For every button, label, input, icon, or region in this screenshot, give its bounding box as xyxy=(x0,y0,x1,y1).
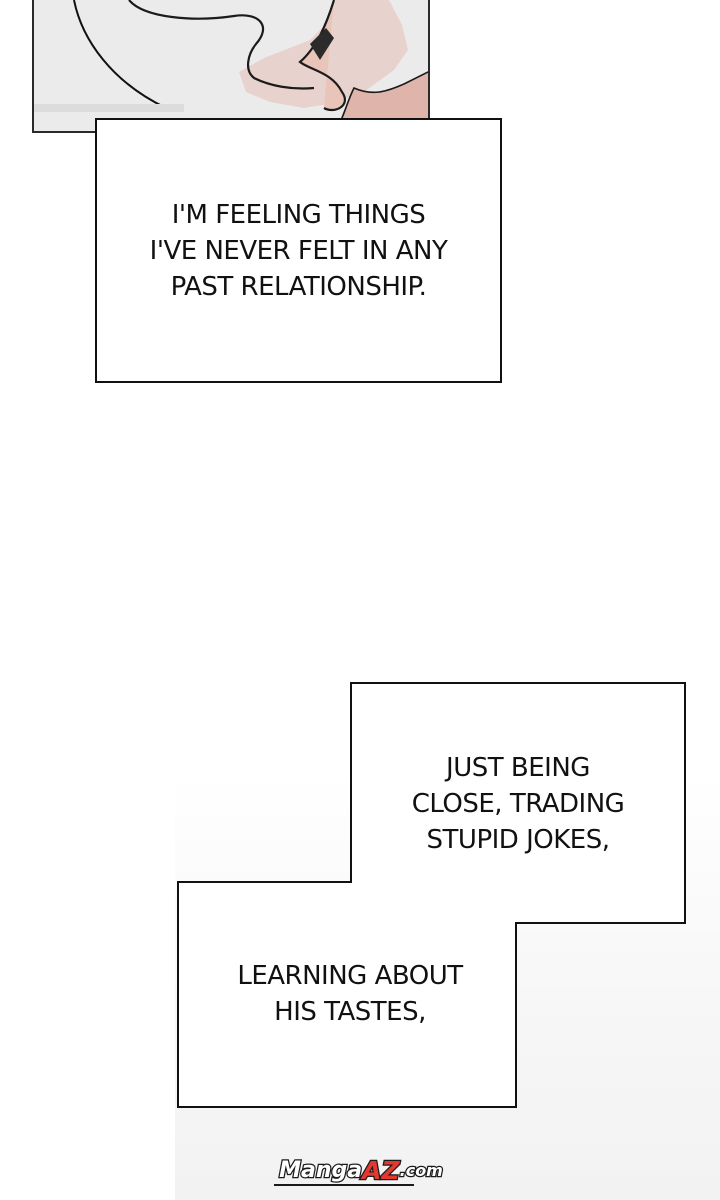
watermark-manga: Manga xyxy=(278,1156,364,1184)
narration-line: HIS TASTES, xyxy=(274,997,426,1027)
narration-line: I'M FEELING THINGS xyxy=(171,199,426,230)
narration-text-2: JUST BEING CLOSE, TRADING STUPID JOKES, xyxy=(352,750,684,858)
watermark-underline xyxy=(274,1184,414,1186)
watermark-az: AZ xyxy=(361,1154,401,1186)
narration-line: STUPID JOKES, xyxy=(426,825,610,855)
narration-line: I'VE NEVER FELT IN ANY xyxy=(149,235,448,266)
character-arm-artwork xyxy=(34,0,428,131)
narration-line: JUST BEING xyxy=(446,753,590,783)
narration-line: LEARNING ABOUT xyxy=(237,961,463,991)
narration-box-1: I'M FEELING THINGS I'VE NEVER FELT IN AN… xyxy=(95,118,502,383)
narration-text-3: LEARNING ABOUT HIS TASTES, xyxy=(180,958,520,1030)
narration-line: PAST RELATIONSHIP. xyxy=(170,271,427,302)
watermark-com: .com xyxy=(398,1159,444,1181)
narration-line: CLOSE, TRADING xyxy=(411,789,625,819)
comic-art-panel xyxy=(32,0,430,133)
narration-text-1: I'M FEELING THINGS I'VE NEVER FELT IN AN… xyxy=(150,197,448,305)
